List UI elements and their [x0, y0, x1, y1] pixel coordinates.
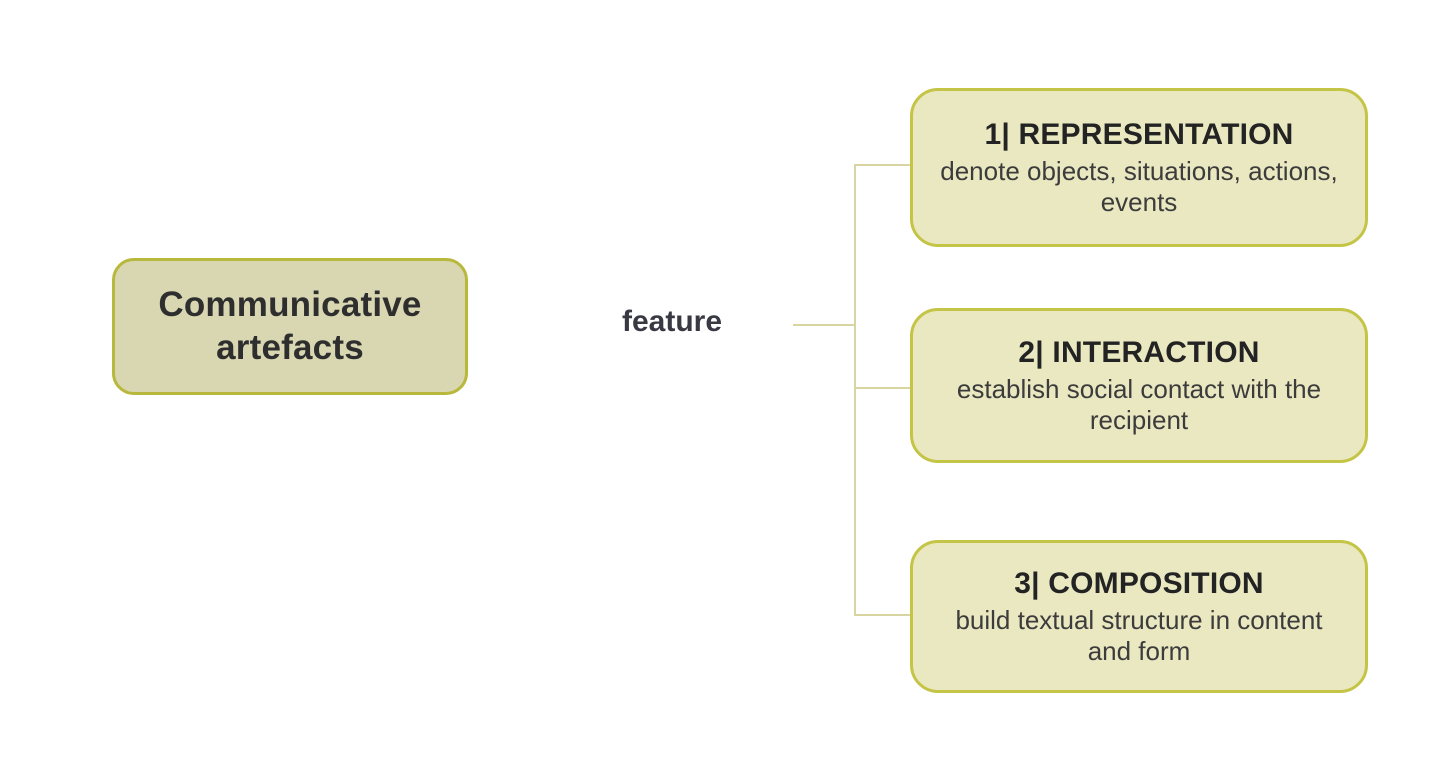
- connector-stub-representation: [854, 164, 911, 166]
- connector-stub-composition: [854, 614, 911, 616]
- root-node-communicative-artefacts[interactable]: Communicative artefacts: [112, 258, 468, 395]
- node-interaction[interactable]: 2| INTERACTION establish social contact …: [910, 308, 1368, 463]
- node-interaction-description: establish social contact with the recipi…: [956, 373, 1322, 436]
- node-composition-description: build textual structure in content and f…: [955, 604, 1323, 667]
- node-representation-title: 1| REPRESENTATION: [984, 118, 1294, 152]
- root-node-label: Communicative artefacts: [158, 284, 422, 367]
- connector-feature-to-trunk: [793, 324, 854, 326]
- node-interaction-title: 2| INTERACTION: [1018, 336, 1260, 370]
- connector-vertical-line: [854, 164, 856, 616]
- node-composition-title: 3| COMPOSITION: [1014, 567, 1264, 601]
- branch-label-feature: feature: [621, 305, 723, 338]
- node-representation-description: denote objects, situations, actions, eve…: [940, 155, 1338, 218]
- node-representation[interactable]: 1| REPRESENTATION denote objects, situat…: [910, 88, 1368, 247]
- connector-stub-interaction: [854, 387, 911, 389]
- node-composition[interactable]: 3| COMPOSITION build textual structure i…: [910, 540, 1368, 693]
